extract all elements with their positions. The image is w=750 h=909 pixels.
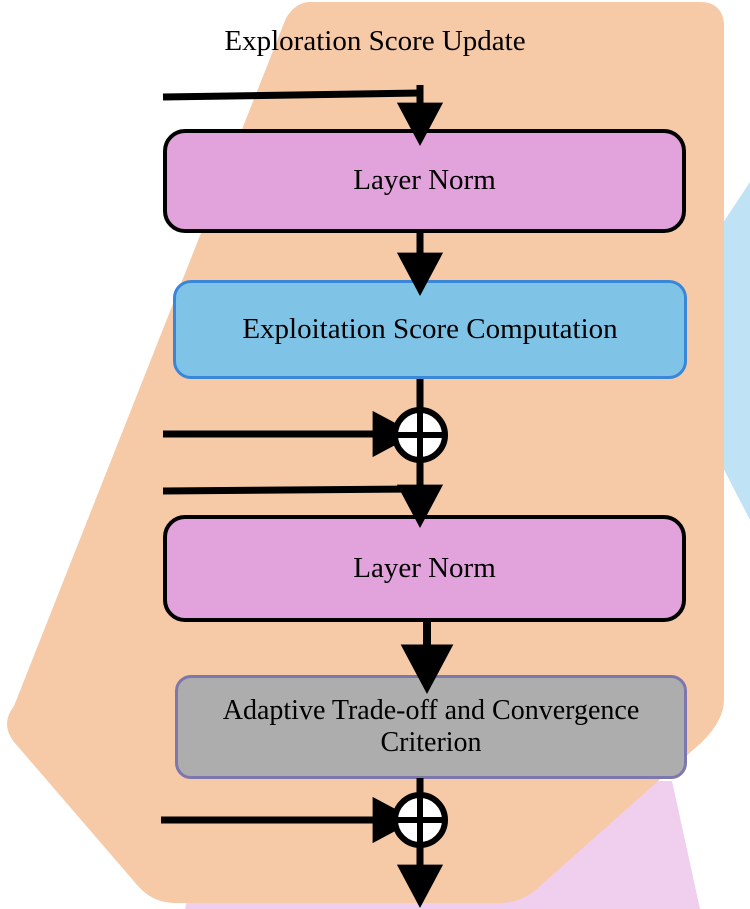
page-title: Exploration Score Update (224, 25, 526, 57)
node-layer-norm-2-label: Layer Norm (353, 551, 496, 584)
node-layer-norm-1-label: Layer Norm (353, 164, 496, 197)
node-adaptive-tradeoff-convergence-label: Adaptive Trade-off and Convergence Crite… (222, 694, 640, 758)
node-layer-norm-1[interactable]: Layer Norm (163, 129, 686, 233)
node-layer-norm-2[interactable]: Layer Norm (163, 515, 686, 622)
node-exploitation-score-computation-label: Exploitation Score Computation (242, 312, 618, 345)
node-adaptive-tradeoff-convergence[interactable]: Adaptive Trade-off and Convergence Crite… (175, 675, 687, 779)
node-exploitation-score-computation[interactable]: Exploitation Score Computation (173, 280, 687, 379)
